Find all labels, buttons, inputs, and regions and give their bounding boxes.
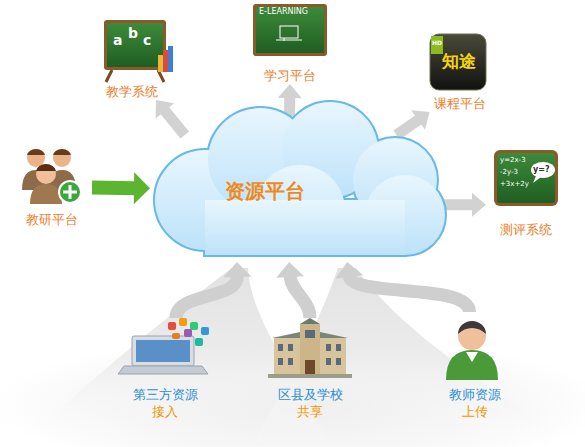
- flow-arrow: [156, 100, 185, 135]
- node-label: 第三方资源: [133, 386, 198, 403]
- node-label: 共享: [297, 403, 323, 420]
- elearning-board: [253, 4, 327, 56]
- icon-text: b: [128, 26, 138, 41]
- fan-shape: [250, 268, 575, 447]
- arrow-shaft: [92, 181, 135, 196]
- arrow-head: [223, 262, 251, 277]
- icon-text: -2y-3: [500, 169, 518, 177]
- arrow-head: [278, 84, 302, 98]
- platform-node: 教师资源上传: [420, 312, 530, 420]
- icon-text: 知途: [442, 52, 476, 71]
- icon-text: a: [113, 33, 122, 48]
- platform-node: 第三方资源接入: [110, 318, 220, 420]
- icon-text: y=?: [533, 166, 550, 175]
- node-label: 教学系统: [106, 83, 158, 100]
- arrow-shaft: [290, 276, 310, 318]
- arrow-shaft: [397, 119, 419, 135]
- equation-board: [494, 150, 558, 206]
- node-label: 教研平台: [26, 211, 78, 228]
- node-label: 测评系统: [500, 221, 552, 238]
- icon-text: HD: [432, 40, 442, 47]
- arrow-head: [411, 110, 429, 130]
- arrow-head: [276, 262, 304, 278]
- arrow-head: [335, 262, 363, 279]
- flow-arrow: [92, 172, 150, 204]
- cloud-node: 资源平台: [150, 135, 440, 262]
- flow-arrow: [335, 262, 469, 312]
- flow-arrow: [176, 262, 251, 318]
- school-building: [268, 318, 352, 378]
- arrow-shaft: [349, 276, 469, 312]
- node-label: 上传: [462, 403, 488, 420]
- platform-node: 教研平台: [12, 142, 92, 228]
- node-label: 区县及学校: [278, 386, 343, 403]
- abc-chalkboard: [104, 20, 173, 82]
- arrow-head: [156, 100, 175, 118]
- arrow-head: [472, 193, 486, 217]
- platform-node: 区县及学校共享: [255, 318, 365, 420]
- node-label: 学习平台: [264, 67, 316, 84]
- arrow-head: [134, 172, 150, 204]
- icon-text: E-LEARNING: [259, 8, 308, 17]
- zhitu-icon: [430, 34, 486, 90]
- node-label: 课程平台: [434, 95, 486, 112]
- platform-node: 测评系统: [486, 148, 566, 238]
- node-label: 教师资源: [449, 386, 501, 403]
- icon-text: y=2x-3: [500, 157, 526, 165]
- flow-arrow: [397, 110, 430, 135]
- node-label: 接入: [152, 403, 178, 420]
- arrow-shaft: [164, 110, 185, 135]
- flow-arrow: [276, 262, 310, 318]
- icon-text: +3x+2y: [500, 181, 529, 189]
- laptop-icon: [118, 318, 209, 374]
- cloud-title: 资源平台: [225, 179, 305, 203]
- teacher-icon: [446, 321, 498, 380]
- arrow-shaft: [176, 276, 237, 318]
- people-icon: [22, 149, 81, 204]
- icon-text: c: [143, 33, 151, 48]
